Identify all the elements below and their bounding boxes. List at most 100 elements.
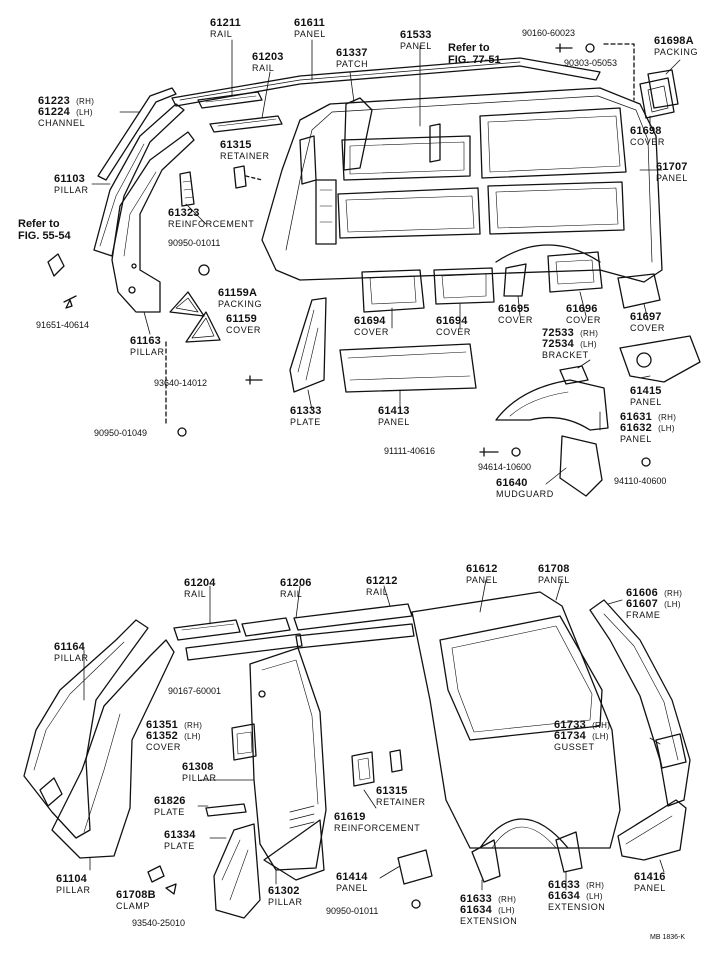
pillar-61103 (93, 103, 185, 257)
cover-61694b (433, 267, 495, 305)
part-number: 61206 (280, 577, 312, 589)
part-name: PANEL (656, 173, 688, 183)
pillar-61308 (249, 647, 327, 871)
part-number: 61533 (400, 29, 432, 41)
label-61351: 61351(RH) 61352(LH) COVER (146, 720, 202, 753)
reinforcement-61323 (179, 171, 195, 207)
plate-61826 (205, 803, 247, 817)
part-number: 61103 (54, 173, 85, 185)
part-name: PLATE (290, 417, 321, 427)
part-name: RAIL (252, 63, 275, 73)
label-61212: 61212 RAIL (366, 576, 398, 598)
label-61733: 61733(RH) 61734(LH) GUSSET (554, 720, 610, 753)
label-61533: 61533 PANEL (400, 29, 432, 52)
part-number: 61697 (630, 311, 662, 323)
label-61826: 61826 PLATE (154, 796, 186, 818)
part-number-lh: 72534(LH) (542, 338, 597, 350)
label-90950-01049: 90950-01049 (94, 428, 148, 438)
rail-61204 (173, 619, 241, 641)
part-number-lh: 61634(LH) (460, 904, 515, 916)
label-61633-b: 61633(RH) 61634(LH) EXTENSION (548, 880, 605, 913)
part-number: 61694 (436, 315, 468, 327)
label-90160-60023: 90160-60023 (522, 28, 576, 38)
panel-61416 (617, 799, 687, 861)
label-61334: 61334 PLATE (164, 830, 196, 852)
part-name: CHANNEL (38, 118, 86, 128)
label-61104: 61104 PILLAR (56, 873, 91, 896)
part-number-rh: 72533(RH) (542, 327, 599, 339)
label-61698a: 61698A PACKING (654, 35, 698, 58)
label-61606: 61606(RH) 61607(LH) FRAME (626, 588, 682, 621)
part-number-lh: 61224(LH) (38, 106, 93, 118)
part-name: COVER (566, 315, 602, 325)
label-90303-05053: 90303-05053 (564, 58, 618, 68)
label-61708b: 61708B CLAMP (116, 890, 156, 912)
panel-61707 (261, 87, 663, 283)
part-number: 61611 (294, 17, 325, 29)
part-name: BRACKET (542, 350, 589, 360)
label-61337: 61337 PATCH (336, 48, 368, 70)
part-name: PILLAR (130, 347, 165, 357)
part-name: COVER (498, 315, 534, 325)
label-61308: 61308 PILLAR (182, 762, 217, 784)
part-name: PANEL (538, 575, 570, 585)
pillar-61164 (23, 619, 149, 839)
footer-code: MB 1836-K (650, 934, 686, 941)
part-name: CLAMP (116, 901, 151, 911)
part-name: PACKING (218, 299, 263, 309)
reference-fig-77-51: Refer to FIG. 77-51 (448, 42, 501, 66)
cover-61351 (231, 723, 257, 761)
label-61697: 61697 COVER (630, 311, 666, 334)
part-number: 61413 (378, 405, 410, 417)
part-name: PILLAR (54, 185, 89, 195)
gusset-61733 (655, 733, 687, 769)
cover-61159 (185, 311, 221, 343)
part-name: PANEL (630, 397, 662, 407)
part-number: 61159A (218, 287, 258, 299)
label-61211: 61211 RAIL (210, 18, 241, 40)
channel-61223 (97, 87, 177, 181)
label-61698: 61698 COVER (630, 126, 665, 148)
reference-text: Refer to (18, 218, 60, 230)
top-assembly (47, 43, 701, 497)
part-number: 61416 (634, 871, 666, 883)
part-name: PANEL (466, 575, 498, 585)
label-61333: 61333 PLATE (290, 406, 322, 428)
label-90167-60001: 90167-60001 (168, 686, 222, 696)
rail-61203 (209, 115, 283, 133)
part-name: COVER (354, 327, 390, 337)
packing-61159a (169, 291, 205, 317)
packing-61698a (647, 69, 679, 109)
label-61164: 61164 PILLAR (54, 642, 89, 664)
part-name: RETAINER (376, 797, 426, 807)
part-number: 61204 (184, 577, 216, 589)
part-number: 61302 (268, 885, 300, 897)
label-61163: 61163 PILLAR (130, 336, 165, 358)
part-name: GUSSET (554, 742, 595, 752)
label-61708: 61708 PANEL (538, 564, 570, 586)
label-61223: 61223(RH) 61224(LH) CHANNEL (38, 96, 94, 129)
part-number: 61698A (654, 35, 694, 47)
part-number-lh: 61607(LH) (626, 598, 681, 610)
part-name: PANEL (620, 434, 652, 444)
retainer-61315 (233, 165, 247, 189)
leader-lines (83, 39, 681, 891)
part-name: RAIL (184, 589, 207, 599)
plate-61334 (213, 823, 261, 919)
label-61413: 61413 PANEL (378, 405, 410, 428)
label-61416: 61416 PANEL (634, 871, 666, 894)
part-name: COVER (630, 323, 666, 333)
label-61694-a: 61694 COVER (354, 316, 390, 338)
label-61695: 61695 COVER (498, 304, 534, 326)
clamp-61708b (147, 865, 165, 883)
label-94614-10600: 94614-10600 (478, 462, 532, 472)
panel-61415 (619, 335, 701, 383)
label-61696: 61696 COVER (566, 304, 602, 326)
patch-61337 (343, 97, 373, 171)
part-name: COVER (436, 327, 472, 337)
part-number: 61104 (56, 873, 87, 885)
rail-61611 (171, 57, 601, 107)
panel-61631 (495, 379, 609, 431)
label-61633-a: 61633(RH) 61634(LH) EXTENSION (460, 894, 517, 927)
frame-61606 (589, 599, 691, 807)
